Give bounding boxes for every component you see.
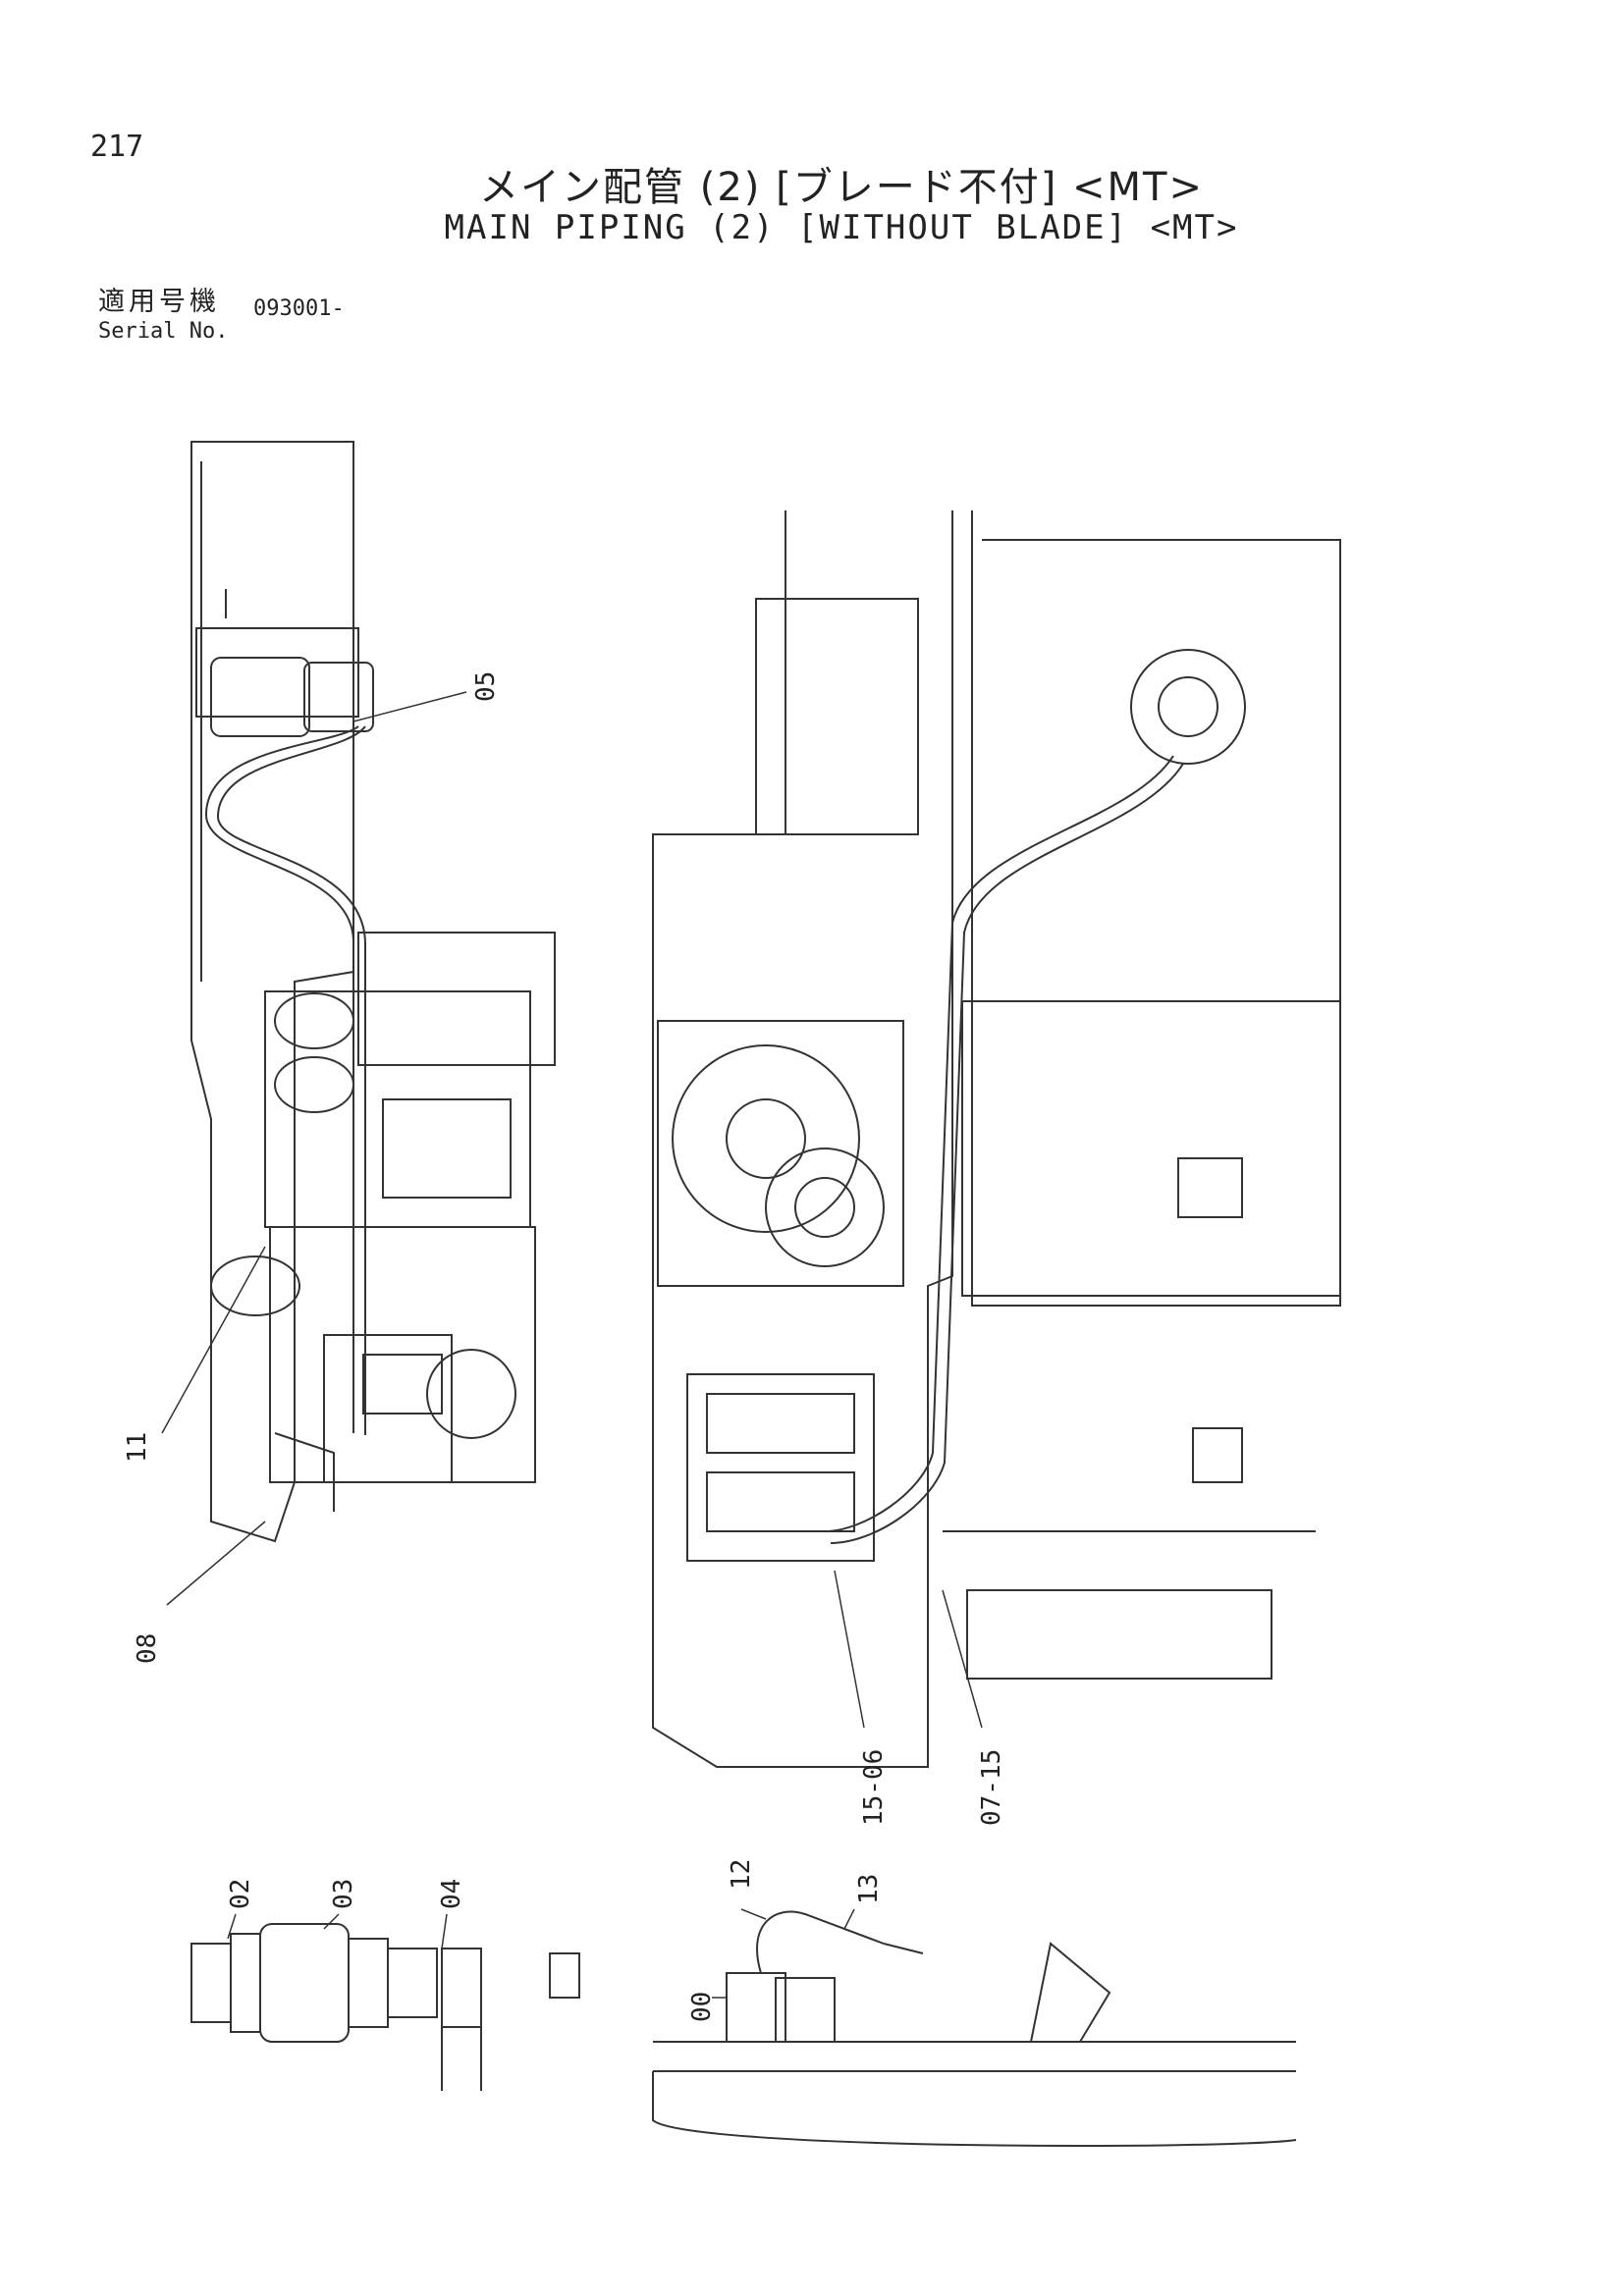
callout-02: 02 [226, 1878, 255, 1909]
serial-label-english: Serial No. [98, 319, 229, 344]
detail-swivel-joint [190, 1923, 580, 2091]
callout-11: 11 [123, 1431, 152, 1463]
title-english: MAIN PIPING (2) [WITHOUT BLADE] <MT> [444, 208, 1239, 247]
callout-00: 00 [687, 1991, 717, 2022]
callout-13: 13 [854, 1873, 884, 1904]
callout-15-06: 15-06 [859, 1748, 889, 1826]
callout-12: 12 [727, 1858, 756, 1890]
left-frame-assembly [190, 441, 556, 1543]
page-number: 217 [90, 130, 144, 164]
detail-frame-side [652, 1910, 1297, 2147]
title-japanese: メイン配管 (2) [ブレード不付] <MT> [479, 165, 1204, 210]
serial-value: 093001- [253, 296, 345, 321]
leader-lines [161, 691, 983, 1999]
serial-label-japanese: 適用号機 [98, 287, 220, 317]
callout-05: 05 [471, 670, 501, 702]
callout-07-15: 07-15 [977, 1748, 1006, 1826]
callout-04: 04 [437, 1878, 466, 1909]
callout-08: 08 [133, 1632, 162, 1664]
right-body-assembly [652, 510, 1341, 1768]
callout-03: 03 [329, 1878, 358, 1909]
